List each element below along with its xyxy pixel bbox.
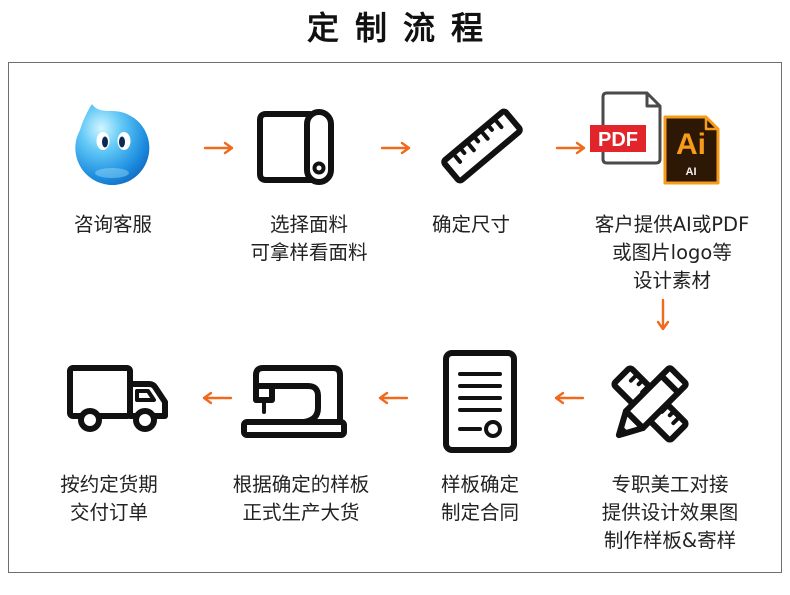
delivery-truck-icon (67, 365, 168, 432)
step-label: 根据确定的样板 正式生产大货 (201, 471, 401, 527)
ruler-icon (441, 108, 523, 184)
label-line: 样板确定 (440, 473, 519, 496)
arrow-down-icon (656, 298, 670, 331)
arrow-left-icon (202, 391, 233, 405)
arrow-right-icon (380, 141, 411, 155)
label-line: 提供设计效果图 (601, 501, 739, 524)
label-line: 按约定货期 (60, 473, 158, 496)
label-line: 设计素材 (632, 269, 711, 292)
step-label: 专职美工对接 提供设计效果图 制作样板&寄样 (570, 471, 770, 555)
arrow-right-icon (203, 141, 234, 155)
label-line: 制作样板&寄样 (603, 529, 737, 552)
process-frame (8, 62, 782, 573)
arrow-left-icon (378, 391, 409, 405)
step-label: 咨询客服 (13, 211, 213, 239)
step-label: 按约定货期 交付订单 (9, 471, 209, 527)
fabric-roll-icon (257, 109, 334, 185)
pdf-ai-file-icon: PDF Ai AI (590, 91, 720, 185)
arrow-left-icon (554, 391, 585, 405)
label-line: 确定尺寸 (431, 213, 510, 236)
label-line: 制定合同 (440, 501, 519, 524)
label-line: 客户提供AI或PDF (594, 213, 750, 236)
label-line: 可拿样看面料 (250, 241, 368, 264)
label-line: 交付订单 (69, 501, 148, 524)
pencil-ruler-icon (611, 365, 689, 443)
sewing-machine-icon (241, 365, 347, 438)
contract-icon (443, 350, 517, 453)
label-line: 根据确定的样板 (232, 473, 370, 496)
label-line: 专职美工对接 (611, 473, 729, 496)
pdf-badge-text: PDF (598, 129, 638, 151)
label-line: 选择面料 (269, 213, 348, 236)
qq-chat-icon (75, 104, 150, 185)
step-label: 客户提供AI或PDF 或图片logo等 设计素材 (572, 211, 772, 295)
label-line: 咨询客服 (73, 213, 152, 236)
arrow-right-icon (555, 141, 586, 155)
label-line: 或图片logo等 (612, 241, 732, 264)
step-label: 选择面料 可拿样看面料 (209, 211, 409, 267)
ai-badge-subtext: AI (686, 166, 697, 178)
step-label: 样板确定 制定合同 (380, 471, 580, 527)
step-label: 确定尺寸 (371, 211, 571, 239)
ai-badge-text: Ai (676, 128, 706, 161)
page-title: 定制流程 (306, 9, 499, 47)
label-line: 正式生产大货 (242, 501, 360, 524)
